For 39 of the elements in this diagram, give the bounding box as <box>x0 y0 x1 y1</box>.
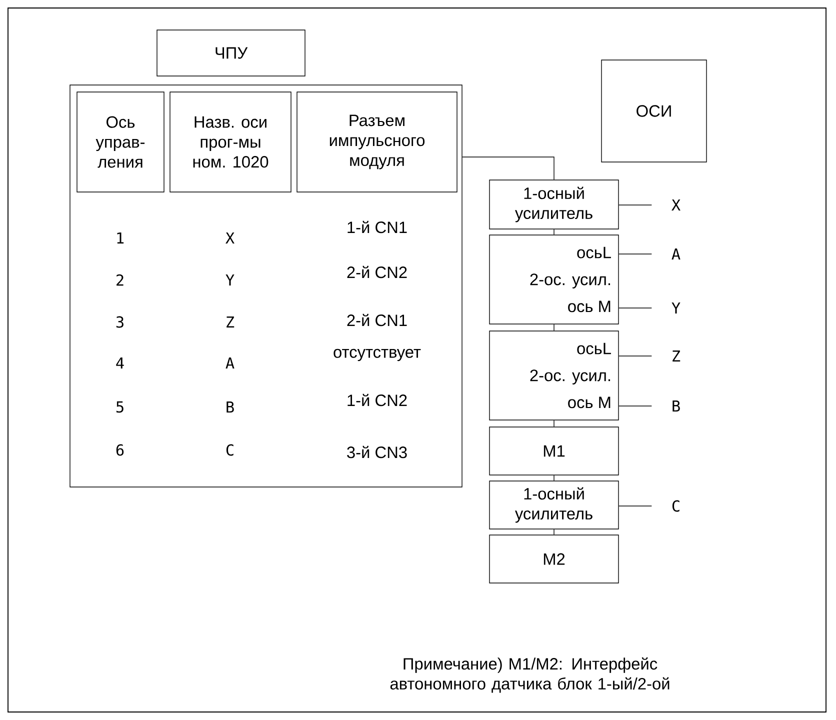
axis-letter: X <box>672 199 680 211</box>
axis-name: B <box>226 401 234 413</box>
axis-name: Z <box>226 316 234 328</box>
axis-number: 1 <box>117 232 124 244</box>
axis-number: 6 <box>116 444 124 456</box>
axis-name: C <box>226 444 234 456</box>
connector-line <box>618 204 652 206</box>
axis-letter: Y <box>672 302 680 314</box>
axis-name: A <box>226 357 234 369</box>
connector-name: отсутствует <box>334 348 421 362</box>
amplifier-box: осьL 2-ос. усил. ось M <box>489 234 619 324</box>
connector-line <box>462 156 554 180</box>
table-frame <box>70 84 462 488</box>
axis-letter: C <box>672 500 680 512</box>
connector-name: 1-й CN2 <box>348 394 407 406</box>
module-box: M2 <box>489 534 619 584</box>
connector-name: 2-й CN2 <box>347 266 407 278</box>
label-box: ЧПУ <box>156 30 306 76</box>
note-text: Примечание) M1/M2: Интерфейс автономного датчика блок 1-ый/2-ой <box>390 657 670 693</box>
axis-number: 3 <box>116 316 124 328</box>
axis-letter: Z <box>672 350 680 362</box>
axis-number: 4 <box>116 357 124 369</box>
connector-name: 2-й CN1 <box>347 314 407 326</box>
axis-letter: B <box>672 400 680 412</box>
connector-name: 1-й CN1 <box>348 220 407 234</box>
axis-letter: A <box>672 248 680 260</box>
amplifier-box: осьL 2-ос. усил. ось M <box>489 330 619 420</box>
module-box: M1 <box>489 426 619 476</box>
axis-name: X <box>226 232 234 244</box>
header-cell: Назв. оси прог-мы ном. 1020 <box>170 92 292 192</box>
header-cell: Ось управ-ления <box>76 92 164 192</box>
axis-number: 5 <box>116 401 124 413</box>
connector-name: 3-й CN3 <box>347 446 407 458</box>
label-box: ОСИ <box>601 60 707 162</box>
amplifier-box: 1-осный усилитель <box>489 480 619 530</box>
header-cell: Разъем импульсного модуля <box>296 92 458 192</box>
amplifier-box: 1-осный усилитель <box>489 180 619 230</box>
axis-number: 2 <box>116 274 124 286</box>
axis-name: Y <box>226 274 234 286</box>
